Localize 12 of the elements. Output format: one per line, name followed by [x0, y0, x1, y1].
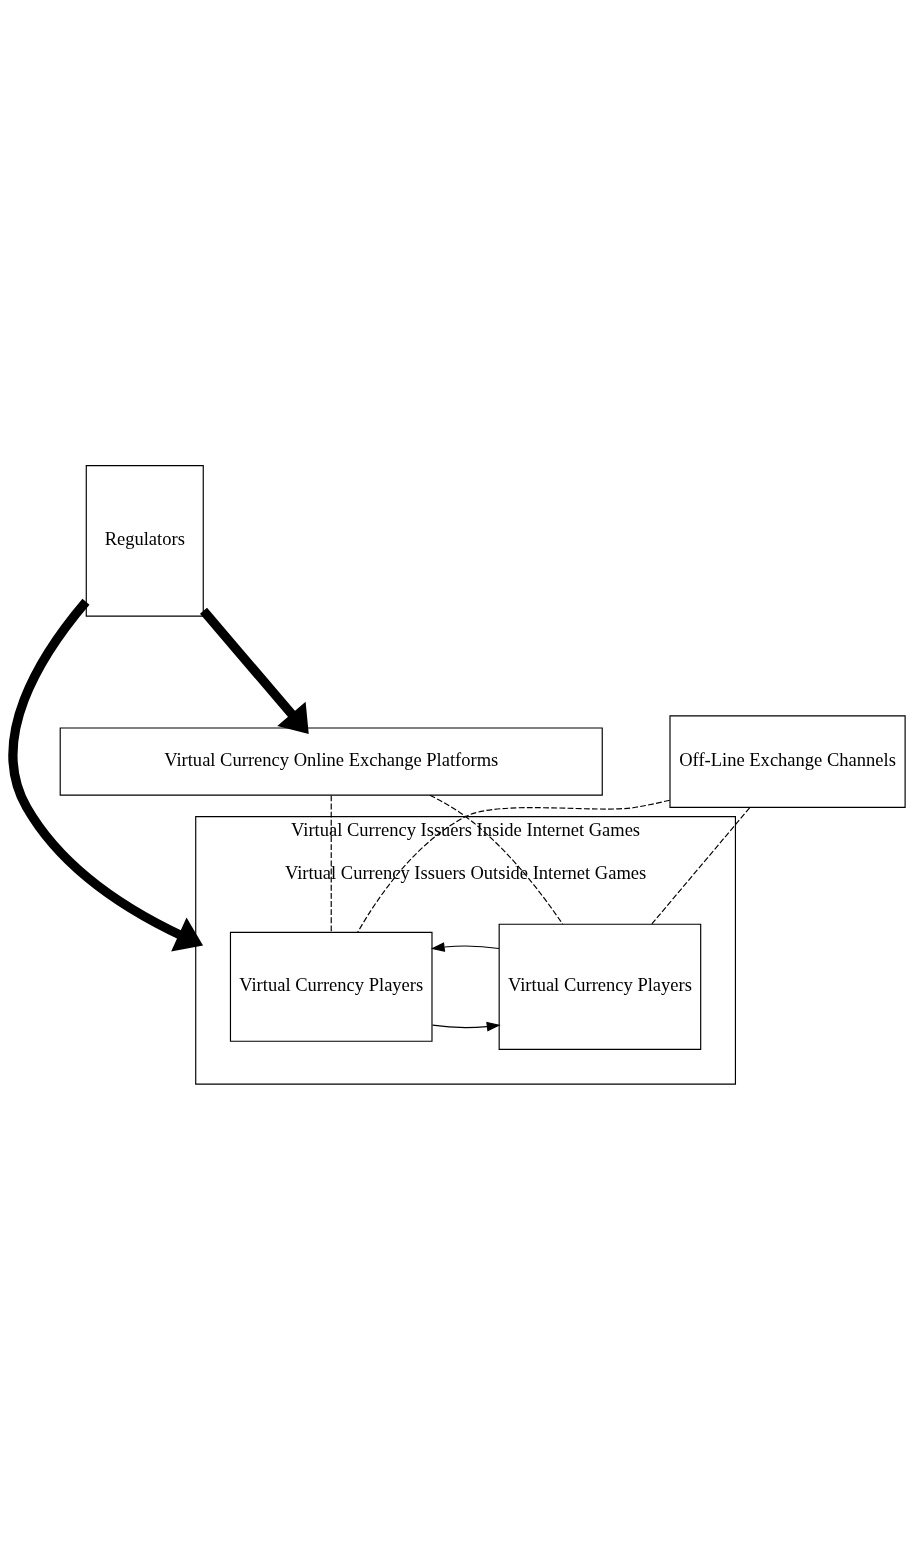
arrow	[431, 1021, 501, 1031]
arrow	[430, 941, 500, 952]
node-box: Virtual Currency Players	[229, 931, 433, 1042]
arrow	[200, 607, 309, 734]
node-box: Regulators	[85, 464, 204, 617]
node-box: Virtual Currency Online Exchange Platforms	[59, 726, 603, 796]
connector	[651, 806, 751, 925]
node-box: Virtual Currency Players	[498, 923, 702, 1050]
node-box: Off-Line Exchange Channels	[669, 714, 906, 808]
arrow	[8, 598, 204, 951]
connector	[357, 799, 671, 933]
connector	[330, 794, 332, 933]
